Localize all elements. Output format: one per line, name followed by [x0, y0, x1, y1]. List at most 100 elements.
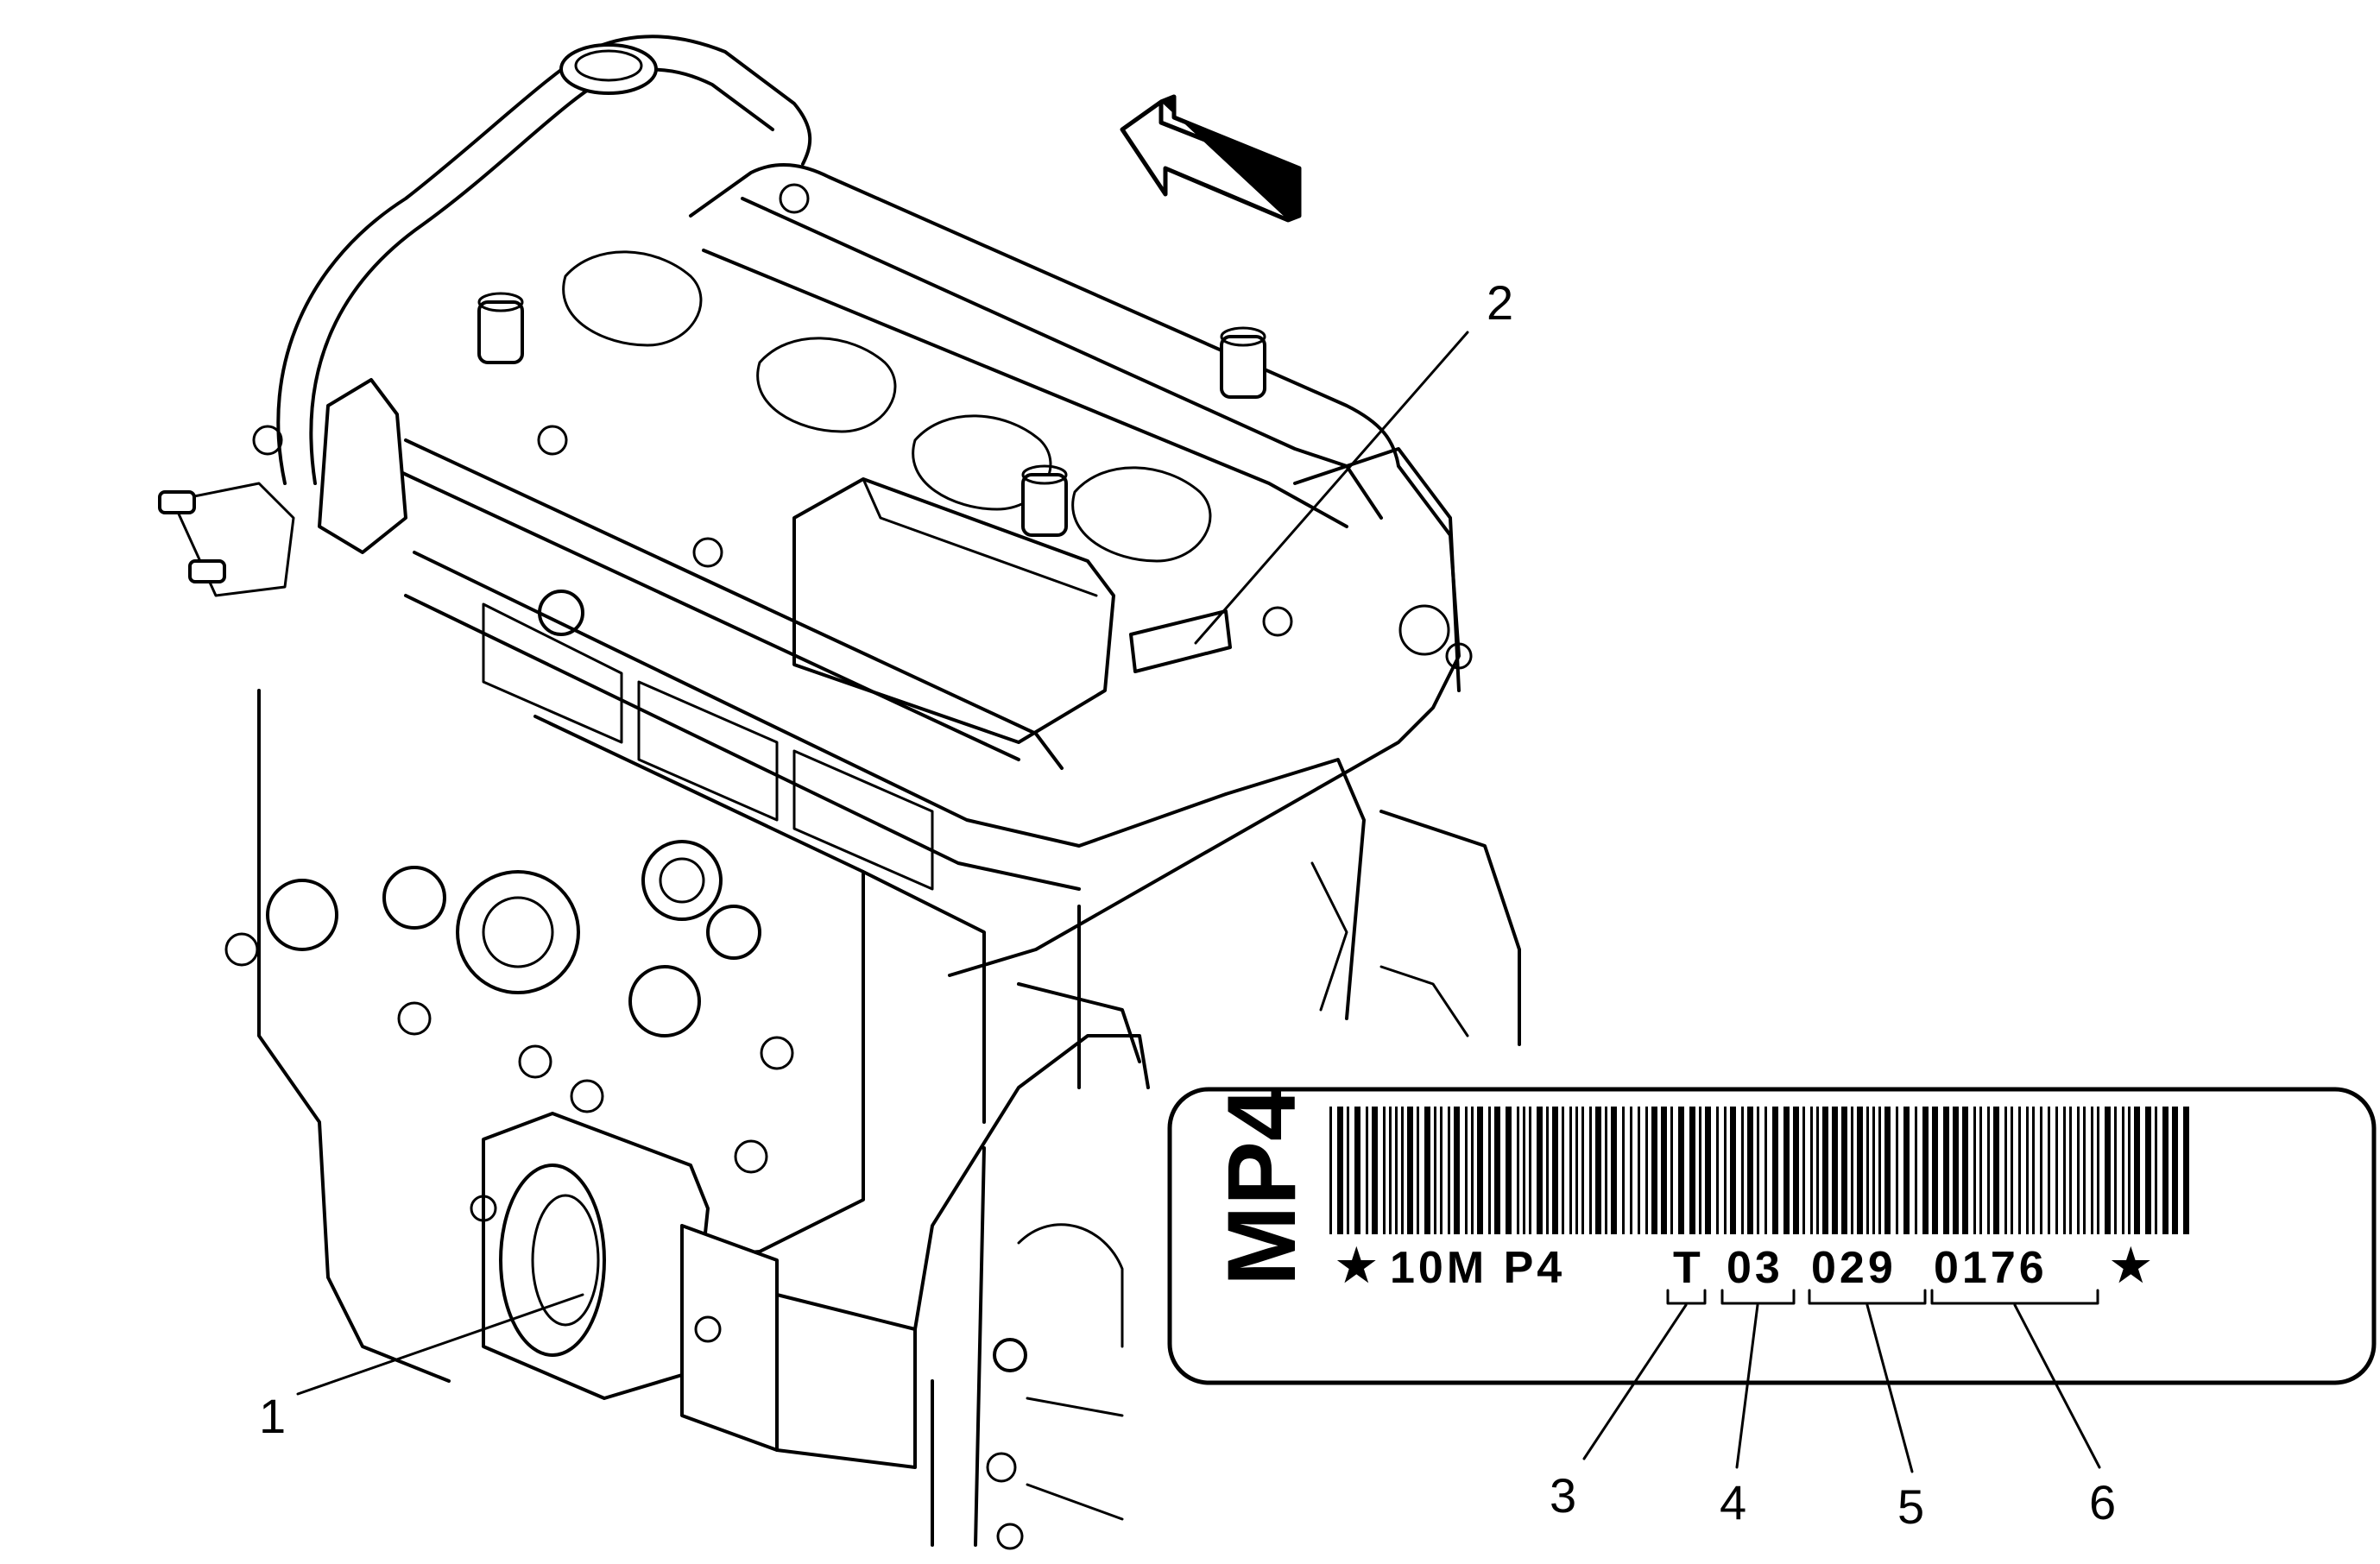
- barcode-bar: [1866, 1107, 1869, 1234]
- barcode-bar: [2069, 1107, 2072, 1234]
- barcode-bar: [2105, 1107, 2111, 1234]
- barcode-bar: [1979, 1107, 1982, 1234]
- barcode-bar: [2040, 1107, 2042, 1234]
- barcode-bar: [1454, 1107, 1460, 1234]
- callout-3: 3: [1550, 1303, 1688, 1523]
- barcode-bar: [2097, 1107, 2099, 1234]
- callout-3-number: 3: [1550, 1468, 1576, 1523]
- barcode-bar: [1383, 1107, 1386, 1234]
- barcode-bar: [1915, 1107, 1917, 1234]
- barcode-bar: [2122, 1107, 2124, 1234]
- barcode-bar: [1793, 1107, 1799, 1234]
- label-field-4: 03: [1727, 1243, 1783, 1293]
- barcode-bar: [2077, 1107, 2080, 1234]
- barcode-bar: [1605, 1107, 1607, 1234]
- label-field-5: 029: [1811, 1243, 1897, 1293]
- barcode-bar: [1943, 1107, 1949, 1234]
- barcode-bar: [1896, 1107, 1898, 1234]
- callout-1-number: 1: [259, 1389, 286, 1443]
- barcode-bar: [2172, 1107, 2178, 1234]
- barcode-bar: [2004, 1107, 2007, 1234]
- barcode-bar: [1562, 1107, 1564, 1234]
- barcode-bar: [1589, 1107, 1592, 1234]
- barcode-bar: [2063, 1107, 2066, 1234]
- barcode-bar: [1987, 1107, 1990, 1234]
- barcode-bar: [1395, 1107, 1398, 1234]
- barcode-bar: [2083, 1107, 2086, 1234]
- barcode-bar: [1372, 1107, 1378, 1234]
- barcode-bar: [1517, 1107, 1519, 1234]
- barcode-bar: [1552, 1107, 1558, 1234]
- barcode-bar: [1705, 1107, 1711, 1234]
- label-field-3: T: [1673, 1243, 1704, 1293]
- callout-1: 1: [259, 1293, 584, 1443]
- barcode-bar: [2162, 1107, 2169, 1234]
- barcode-bar: [1407, 1107, 1413, 1234]
- barcode-bar: [1366, 1107, 1368, 1234]
- barcode-bar: [1329, 1107, 1332, 1234]
- barcode-bar: [1546, 1107, 1549, 1234]
- barcode-bar: [2128, 1107, 2131, 1234]
- barcode-bar: [1611, 1107, 1617, 1234]
- barcode-bar: [2011, 1107, 2013, 1234]
- barcode-bar: [1523, 1107, 1525, 1234]
- barcode-bar: [1440, 1107, 1443, 1234]
- barcode-bar: [1810, 1107, 1813, 1234]
- barcode-bar: [1670, 1107, 1673, 1234]
- barcode-bar: [1747, 1107, 1753, 1234]
- label-star-left: ★: [1336, 1241, 1380, 1291]
- barcode-bar: [1857, 1107, 1863, 1234]
- callout-6-number: 6: [2089, 1475, 2116, 1529]
- barcode-bar: [1699, 1107, 1701, 1234]
- barcode-bar: [1354, 1107, 1360, 1234]
- callout-2: 2: [1194, 275, 1513, 645]
- barcode-bar: [1678, 1107, 1684, 1234]
- barcode-bar: [1764, 1107, 1767, 1234]
- barcode-bar: [1973, 1107, 1976, 1234]
- callout-4-number: 4: [1720, 1475, 1746, 1529]
- barcode-bar: [1822, 1107, 1828, 1234]
- label-field-6: 0176: [1934, 1243, 2048, 1293]
- barcode-bar: [1903, 1107, 1910, 1234]
- barcode-bar: [1878, 1107, 1881, 1234]
- barcode-bar: [1401, 1107, 1404, 1234]
- engine-illustration: [158, 35, 1521, 1550]
- barcode-bar: [1645, 1107, 1648, 1234]
- barcode-bar: [1993, 1107, 1999, 1234]
- callout-5: 5: [1865, 1303, 1924, 1534]
- barcode-bar: [2091, 1107, 2093, 1234]
- barcode-bar: [1741, 1107, 1744, 1234]
- engine-id-label: MP4 ★ 10M P4 T 03 029 0176 ★: [1167, 1087, 2377, 1385]
- barcode-bar: [1477, 1107, 1483, 1234]
- barcode-bar: [1689, 1107, 1695, 1234]
- barcode-bar: [1783, 1107, 1790, 1234]
- barcode-bar: [1638, 1107, 1640, 1234]
- barcode-bar: [1434, 1107, 1436, 1234]
- barcode-bar: [1581, 1107, 1584, 1234]
- barcode-bar: [1832, 1107, 1838, 1234]
- barcode-bar: [2183, 1107, 2189, 1234]
- barcode-bar: [1851, 1107, 1853, 1234]
- barcode-bar: [2145, 1107, 2151, 1234]
- callout-2-number: 2: [1487, 275, 1513, 330]
- barcode-bar: [1841, 1107, 1847, 1234]
- barcode-bar: [1529, 1107, 1531, 1234]
- barcode-bar: [1872, 1107, 1875, 1234]
- barcode-bar: [1465, 1107, 1468, 1234]
- barcode-bar: [1424, 1107, 1430, 1234]
- barcode-bar: [1337, 1107, 1343, 1234]
- barcode-bar: [1962, 1107, 1968, 1234]
- barcode-bar: [1630, 1107, 1632, 1234]
- callout-6: 6: [2013, 1303, 2116, 1529]
- barcode-bar: [2026, 1107, 2029, 1234]
- label-star-right: ★: [2111, 1241, 2155, 1291]
- barcode-bar: [1471, 1107, 1474, 1234]
- barcode-bar: [1575, 1107, 1578, 1234]
- barcode-bar: [1922, 1107, 1929, 1234]
- barcode-bar: [2155, 1107, 2157, 1234]
- barcode-bar: [1494, 1107, 1500, 1234]
- barcode-bar: [1730, 1107, 1736, 1234]
- barcode-bar: [1389, 1107, 1392, 1234]
- barcode-icon: [1329, 1107, 2189, 1234]
